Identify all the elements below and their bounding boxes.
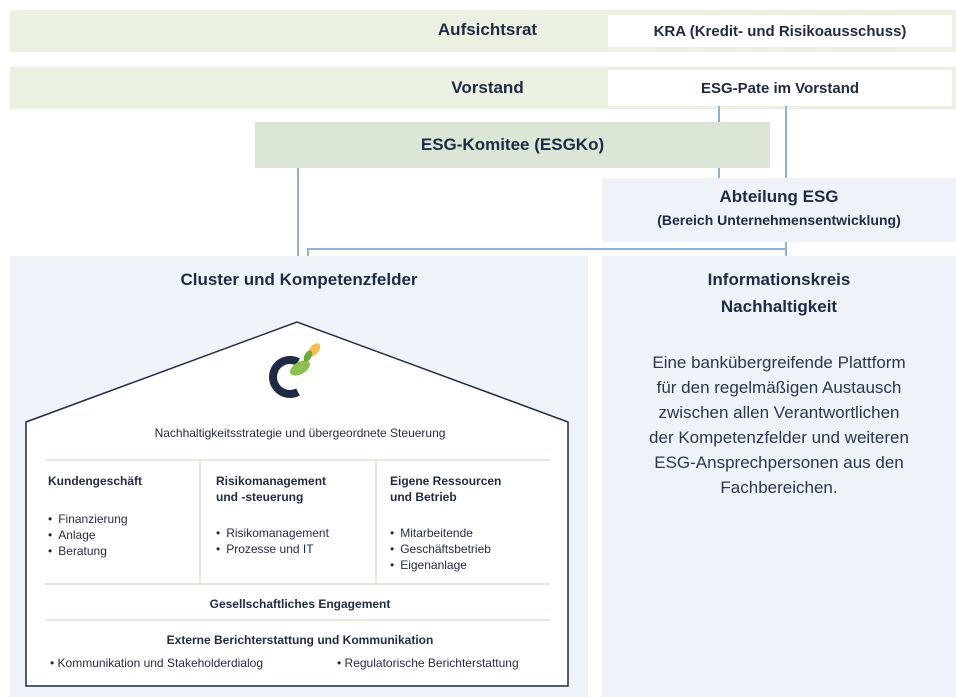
abteilung-esg-title: Abteilung ESG <box>719 187 839 206</box>
reporting-item: • Regulatorische Berichterstattung <box>337 656 519 670</box>
aufsichtsrat-label: Aufsichtsrat <box>437 20 538 39</box>
info-title-line2: Nachhaltigkeit <box>720 297 838 316</box>
connector-pate-abteilung <box>785 106 787 178</box>
column-title-line1: Risikomanagement <box>216 474 327 488</box>
column-title-line2: und Betrieb <box>390 490 457 504</box>
column-items: Risikomanagement Prozesse und IT <box>216 525 376 557</box>
list-item: Geschäftsbetrieb <box>390 541 560 557</box>
connector-komitee-abteilung <box>718 168 720 178</box>
connector-komitee-cluster <box>297 168 299 256</box>
list-item: Risikomanagement <box>216 525 376 541</box>
abteilung-esg-subtitle: (Bereich Unternehmensentwicklung) <box>657 212 901 228</box>
info-line: Eine banküber­greifende Plattform <box>652 353 906 372</box>
list-item: Beratung <box>48 543 198 559</box>
column-title-line1: Eigene Ressourcen <box>390 474 502 488</box>
house-outline <box>25 321 569 687</box>
info-line: Fachbereichen. <box>720 478 838 497</box>
vorstand-label: Vorstand <box>451 78 524 97</box>
connector-pate-komitee <box>718 106 720 122</box>
list-item: Eigenanlage <box>390 557 560 573</box>
list-item: Prozesse und IT <box>216 541 376 557</box>
connector-drop-left <box>307 248 309 258</box>
connector-abteilung-info <box>785 242 787 256</box>
info-line: zwischen allen Verantwortlichen <box>658 403 900 422</box>
list-item: Anlage <box>48 527 198 543</box>
strategy-label: Nachhaltigkeitsstrategie und übergeordne… <box>154 426 446 440</box>
info-line: ESG-Ansprechpersonen aus den <box>654 453 904 472</box>
leaf-logo-icon <box>269 343 321 398</box>
list-item: Finanzierung <box>48 511 198 527</box>
column-items: Finanzierung Anlage Beratung <box>48 511 198 559</box>
reporting-item-text: Kommunikation und Stakeholderdialog <box>57 656 264 670</box>
info-description: Eine banküber­greifende Plattform für de… <box>602 350 956 500</box>
column-items: Mitarbeitende Geschäftsbetrieb Eigenanla… <box>390 525 560 573</box>
kra-box: KRA (Kredit- und Risikoausschuss) <box>608 15 952 47</box>
engagement-label: Gesellschaftliches Engagement <box>209 597 391 611</box>
info-line: für den regelmäßigen Austausch <box>656 378 902 397</box>
column-title: Kundengeschäft <box>48 474 143 488</box>
cluster-title: Cluster und Kompetenzfelder <box>180 270 418 289</box>
list-item: Mitarbeitende <box>390 525 560 541</box>
esg-komitee-box: ESG-Komitee (ESGKo) <box>255 122 770 168</box>
reporting-item: • Kommunikation und Stakeholderdialog <box>50 656 264 670</box>
connector-horizontal <box>307 248 787 250</box>
column-kundengeschaeft: Kundengeschäft Finanzierung Anlage Berat… <box>48 473 198 559</box>
column-title-line2: und -steuerung <box>216 490 304 504</box>
reporting-title: Externe Berichterstattung und Kommunikat… <box>166 633 434 647</box>
esg-pate-box: ESG-Pate im Vorstand <box>608 70 952 106</box>
abteilung-esg-box: Abteilung ESG (Bereich Unternehmensentwi… <box>602 178 956 242</box>
column-risikomanagement: Risikomanagement und -steuerung Risikoma… <box>216 473 376 557</box>
info-line: der Kompetenzfelder und weiteren <box>649 428 909 447</box>
info-title-line1: Informationskreis <box>707 270 851 289</box>
info-panel <box>602 256 956 697</box>
column-eigene-ressourcen: Eigene Ressourcen und Betrieb Mitarbeite… <box>390 473 560 573</box>
reporting-item-text: Regulatorische Berichterstattung <box>344 656 519 670</box>
